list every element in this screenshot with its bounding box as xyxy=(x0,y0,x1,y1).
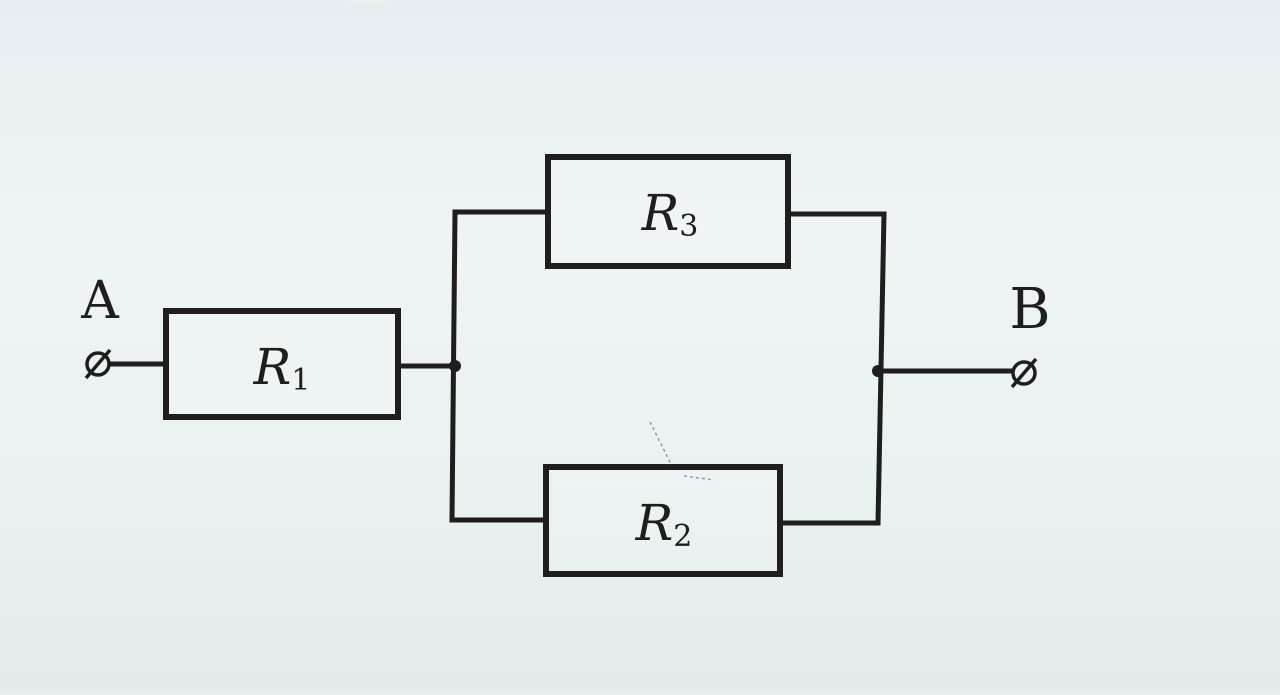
resistor-r3-box xyxy=(545,154,791,269)
resistor-r2-box xyxy=(543,464,783,577)
terminal-b-symbol-icon xyxy=(1011,360,1037,386)
terminal-a-slash xyxy=(84,348,112,380)
resistor-r1-label: R1 xyxy=(253,338,311,398)
resistor-r2-label: R2 xyxy=(635,494,693,554)
junction-left xyxy=(449,360,461,372)
screen-glare xyxy=(330,0,410,6)
pen-mark-1 xyxy=(649,421,673,467)
terminal-a-label: A xyxy=(80,271,120,331)
pen-mark-2 xyxy=(683,475,715,481)
terminal-a: A xyxy=(80,271,120,380)
resistor-r3-label: R3 xyxy=(641,184,699,244)
junction-right xyxy=(872,365,884,377)
terminal-a-symbol-icon xyxy=(85,351,111,377)
terminal-b: B xyxy=(1009,277,1051,389)
pen-marks xyxy=(649,421,715,481)
terminal-b-label: B xyxy=(1009,277,1050,342)
terminal-b-slash xyxy=(1010,357,1038,389)
resistor-r1-box xyxy=(163,308,401,420)
